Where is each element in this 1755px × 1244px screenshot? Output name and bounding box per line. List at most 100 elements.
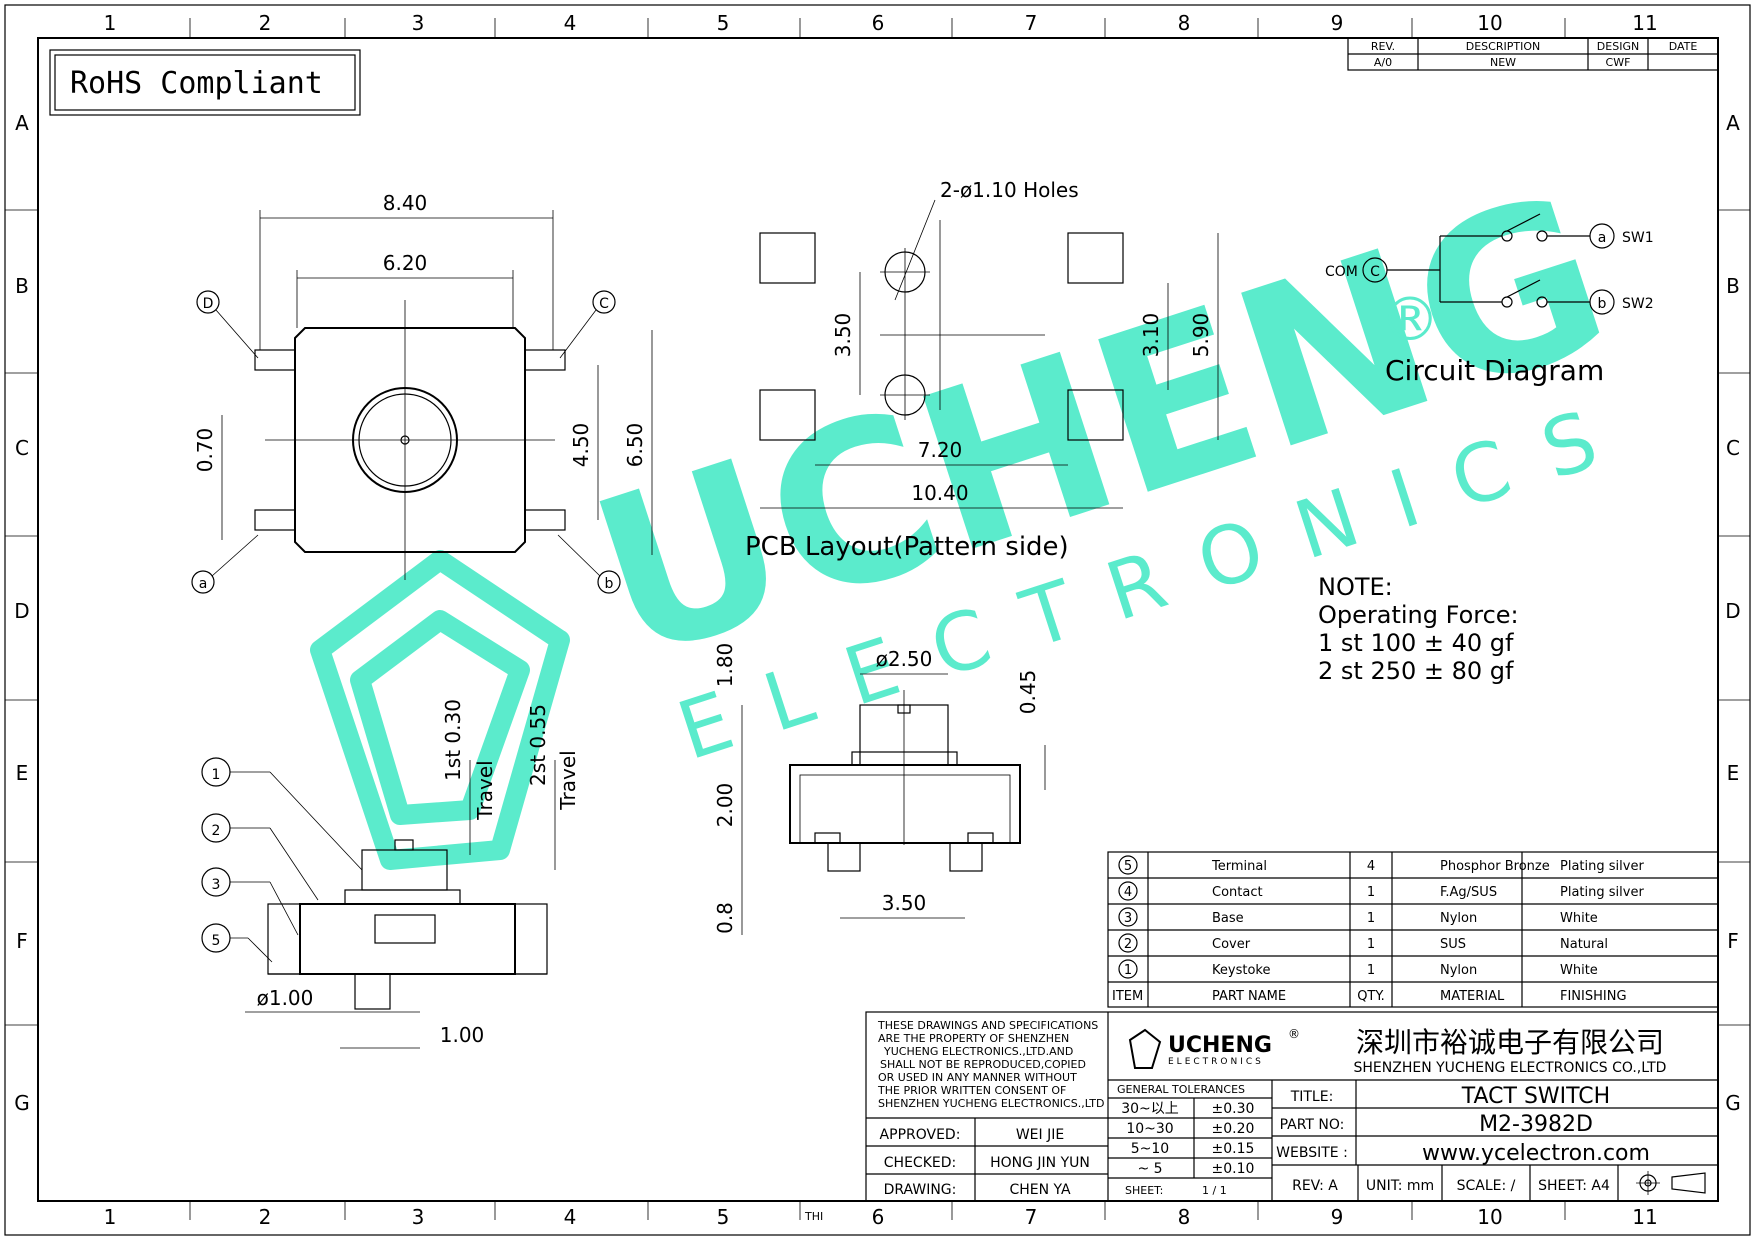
grid-row-left-a: A bbox=[15, 111, 29, 135]
front-dim-dia: ø2.50 bbox=[876, 647, 933, 671]
grid-col-bottom-7: 7 bbox=[1025, 1205, 1038, 1229]
rohs-label: RoHS Compliant bbox=[70, 66, 323, 101]
company-name-en: SHENZHEN YUCHENG ELECTRONICS CO.,LTD bbox=[1354, 1060, 1667, 1076]
rev-header-design: DESIGN bbox=[1597, 40, 1639, 53]
pcb-dim-outer-width: 10.40 bbox=[911, 481, 968, 505]
grid-col-top-3: 3 bbox=[412, 11, 425, 35]
top-dim-pin-width: 0.70 bbox=[193, 428, 217, 473]
bom-finish-5: White bbox=[1560, 963, 1598, 978]
circuit-sw2-label: SW2 bbox=[1622, 296, 1654, 312]
grid-row-right-a: A bbox=[1726, 111, 1740, 135]
tol-value-2: ±0.20 bbox=[1212, 1121, 1255, 1137]
tol-value-4: ±0.10 bbox=[1212, 1161, 1255, 1177]
side-view: 1 2 3 5 1st 0.30 Travel 2st 0.55 Travel … bbox=[201, 699, 580, 1049]
front-dim-cover: 0.45 bbox=[1016, 670, 1040, 715]
front-dim-actuator-h: 1.80 bbox=[713, 643, 737, 688]
sheet-size-label: SHEET: A4 bbox=[1538, 1178, 1610, 1194]
rev-header-date: DATE bbox=[1669, 40, 1698, 53]
front-dim-body-h: 2.00 bbox=[713, 783, 737, 828]
rev-value-design: CWF bbox=[1606, 56, 1631, 69]
notice-line-3: YUCHENG ELECTRONICS.,LTD.AND bbox=[883, 1045, 1073, 1058]
top-dim-pin-pitch: 4.50 bbox=[569, 423, 593, 468]
company-logo-reg: ® bbox=[1288, 1027, 1300, 1041]
grid-row-left-e: E bbox=[16, 761, 29, 785]
note-line-2: 1 st 100 ± 40 gf bbox=[1318, 629, 1514, 657]
pin-label-a: a bbox=[199, 576, 208, 592]
grid-row-right-d: D bbox=[1725, 599, 1740, 623]
bom-name-4: Cover bbox=[1212, 937, 1251, 952]
drawing-label: DRAWING: bbox=[884, 1182, 957, 1198]
tol-value-1: ±0.30 bbox=[1212, 1101, 1255, 1117]
notice-line-7: SHENZHEN YUCHENG ELECTRONICS.,LTD bbox=[878, 1097, 1105, 1110]
pin-label-c: C bbox=[599, 296, 609, 312]
bom-no-2: 4 bbox=[1124, 885, 1132, 900]
callout-3: 3 bbox=[212, 877, 221, 893]
rev-value-rev: A/0 bbox=[1374, 56, 1392, 69]
rev-header-desc: DESCRIPTION bbox=[1466, 40, 1540, 53]
company-logo-text: UCHENG bbox=[1168, 1033, 1272, 1058]
bom-finish-1: Plating silver bbox=[1560, 859, 1644, 874]
tol-range-2: 10~30 bbox=[1126, 1121, 1173, 1137]
front-dim-terminal-pitch: 3.50 bbox=[882, 891, 927, 915]
grid-col-top-7: 7 bbox=[1025, 11, 1038, 35]
tol-range-1: 30~以上 bbox=[1121, 1101, 1179, 1117]
grid-col-top-11: 11 bbox=[1632, 11, 1657, 35]
bom-qty-1: 4 bbox=[1367, 859, 1375, 874]
travel-1-value: 1st 0.30 bbox=[441, 699, 465, 781]
bom-no-4: 2 bbox=[1124, 937, 1132, 952]
bom-no-5: 1 bbox=[1124, 963, 1132, 978]
grid-row-left-g: G bbox=[14, 1091, 30, 1115]
company-logo-sub: ELECTRONICS bbox=[1168, 1057, 1264, 1067]
title-label: TITLE: bbox=[1290, 1089, 1334, 1105]
bom-qty-2: 1 bbox=[1367, 885, 1375, 900]
part-no-label: PART NO: bbox=[1280, 1117, 1345, 1133]
notice-line-5: OR USED IN ANY MANNER WITHOUT bbox=[878, 1071, 1077, 1084]
grid-row-right-f: F bbox=[1727, 929, 1739, 953]
bom-header-qty: QTY. bbox=[1357, 989, 1385, 1004]
watermark-logo-inner bbox=[350, 610, 530, 825]
unit-label: UNIT: mm bbox=[1366, 1178, 1434, 1194]
side-dim-width: 1.00 bbox=[440, 1023, 485, 1047]
rev-label: REV: A bbox=[1292, 1178, 1338, 1194]
front-view: ø2.50 1.80 0.45 2.00 0.8 3.50 bbox=[713, 643, 1046, 935]
grid-col-top-6: 6 bbox=[872, 11, 885, 35]
grid-row-left-c: C bbox=[15, 436, 29, 460]
bom-name-2: Contact bbox=[1212, 885, 1263, 900]
pcb-dim-inner: 3.10 bbox=[1139, 313, 1163, 358]
side-dim-dia: ø1.00 bbox=[257, 986, 314, 1010]
grid-row-right-b: B bbox=[1726, 274, 1740, 298]
note-line-3: 2 st 250 ± 80 gf bbox=[1318, 657, 1514, 685]
tol-value-3: ±0.15 bbox=[1212, 1141, 1255, 1157]
bom-name-3: Base bbox=[1212, 911, 1244, 926]
travel-2-value: 2st 0.55 bbox=[526, 704, 550, 786]
note-line-1: Operating Force: bbox=[1318, 601, 1519, 629]
note-title: NOTE: bbox=[1318, 573, 1393, 601]
watermark: UCHENG ® ELECTRONICS bbox=[310, 145, 1646, 870]
pcb-holes-label: 2-ø1.10 Holes bbox=[940, 178, 1079, 202]
checked-label: CHECKED: bbox=[884, 1155, 956, 1171]
bom-finish-2: Plating silver bbox=[1560, 885, 1644, 900]
grid-col-bottom-10: 10 bbox=[1477, 1205, 1502, 1229]
front-dim-terminal-h: 0.8 bbox=[713, 902, 737, 934]
top-view: 8.40 6.20 4.50 6.50 0.70 D C a b bbox=[191, 191, 653, 594]
grid-row-right-c: C bbox=[1726, 436, 1740, 460]
circuit-com-label: COM bbox=[1325, 264, 1358, 280]
website-label: WEBSITE : bbox=[1276, 1145, 1348, 1161]
title-block: THESE DRAWINGS AND SPECIFICATIONS ARE TH… bbox=[865, 1011, 1719, 1202]
projection-symbol-icon bbox=[1636, 1171, 1706, 1195]
grid-col-top-1: 1 bbox=[104, 11, 117, 35]
pcb-caption: PCB Layout(Pattern side) bbox=[745, 532, 1069, 562]
grid-col-top-2: 2 bbox=[259, 11, 272, 35]
notice-line-1: THESE DRAWINGS AND SPECIFICATIONS bbox=[877, 1019, 1098, 1032]
bom-no-3: 3 bbox=[1124, 911, 1132, 926]
circuit-com-pin: C bbox=[1370, 264, 1380, 280]
circuit-sw1-pin: a bbox=[1598, 230, 1607, 246]
grid-row-right-g: G bbox=[1725, 1091, 1741, 1115]
pcb-layout: 2-ø1.10 Holes 3.50 3.10 5.90 7.20 10.40 … bbox=[745, 178, 1219, 562]
bom-item-circle bbox=[1118, 907, 1138, 927]
title-value: TACT SWITCH bbox=[1461, 1084, 1610, 1109]
grid-col-bottom-1: 1 bbox=[104, 1205, 117, 1229]
travel-2-label: Travel bbox=[556, 750, 580, 810]
